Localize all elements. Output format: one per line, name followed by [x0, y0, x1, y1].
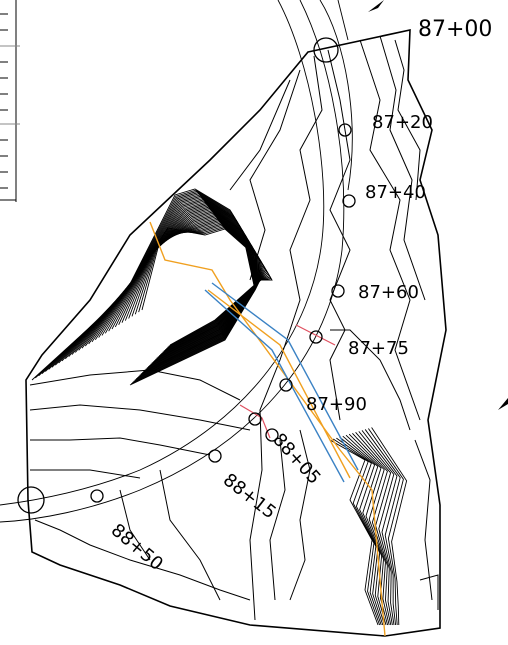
contour-line — [358, 431, 395, 626]
station-label-87-90: 87+90 — [306, 394, 367, 415]
station-label-87-60: 87+60 — [358, 282, 419, 303]
contour-line — [336, 437, 382, 626]
station-marker-87-40 — [342, 194, 356, 208]
alignment-orange — [149, 221, 386, 637]
site-boundary — [25, 29, 447, 637]
station-marker-88-05b — [265, 428, 279, 442]
station-marker-87-75 — [309, 330, 323, 344]
contour-line — [361, 430, 398, 626]
contour-lines-sparse — [29, 35, 439, 621]
contour-line — [339, 436, 384, 626]
contour-line — [355, 432, 392, 626]
alignment-orange-2 — [207, 289, 351, 479]
contour-line — [329, 439, 379, 626]
contour-lines-southeast — [329, 427, 408, 626]
station-marker-88-50 — [90, 489, 104, 503]
scale-ruler — [0, 0, 20, 202]
station-marker-end — [17, 486, 45, 514]
contour-line — [352, 432, 390, 626]
alignment-lines — [149, 221, 386, 637]
contour-line — [371, 427, 408, 626]
station-marker-88-05a — [248, 412, 262, 426]
station-label-87-75: 87+75 — [348, 338, 409, 359]
station-marker-88-15 — [208, 449, 222, 463]
arrow-head-right — [498, 398, 508, 410]
contour-line — [345, 434, 387, 626]
contour-line — [364, 429, 401, 626]
station-marker-87-90 — [279, 378, 293, 392]
alignment-blue-right — [211, 282, 359, 471]
contour-line — [141, 227, 273, 346]
contour-line — [332, 438, 381, 626]
station-label-87-00: 87+00 — [418, 17, 492, 42]
arrow-head-top — [368, 0, 384, 12]
station-marker-87-60 — [331, 284, 345, 298]
station-markers — [17, 37, 356, 514]
station-label-87-40: 87+40 — [365, 182, 426, 203]
station-label-87-20: 87+20 — [372, 112, 433, 133]
contour-line — [342, 435, 385, 626]
alignment-blue-left — [204, 289, 345, 483]
contour-line — [368, 428, 404, 626]
station-marker-87-20 — [338, 123, 352, 137]
station-marker-87-00 — [313, 37, 339, 63]
